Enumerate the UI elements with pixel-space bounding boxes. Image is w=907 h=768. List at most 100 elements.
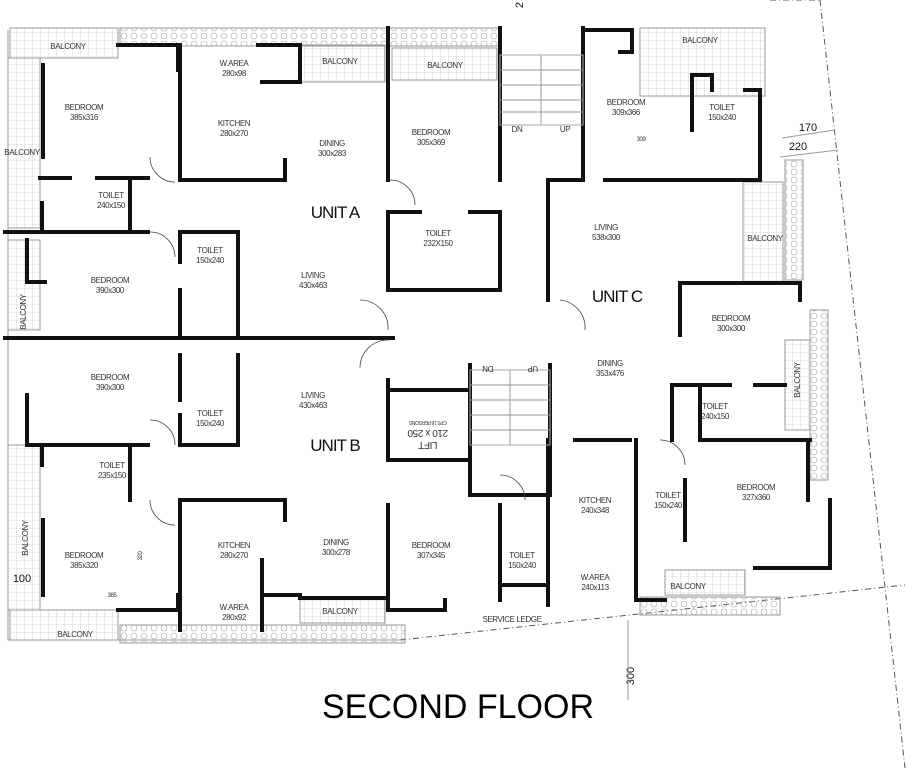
balconies [7, 27, 811, 641]
unit-a-room-label: BALCONY [50, 42, 86, 51]
unit-c-room-label: TOILET [709, 103, 735, 112]
unit-c-room-size: 300x300 [717, 324, 746, 333]
unit-b-room-label: BEDROOM [65, 551, 104, 560]
unit-c-room-label: BEDROOM [737, 483, 776, 492]
unit-a-room-label: BALCONY [427, 61, 463, 70]
unit-b-room-label: TOILET [197, 409, 223, 418]
unit-b-room-size: 390x300 [96, 383, 125, 392]
unit-c-room-size: 150x240 [708, 113, 737, 122]
unit-b-room-label: DINING [323, 538, 349, 547]
unit-c-label: UNIT C [592, 287, 643, 306]
unit-c-room-size: 353x476 [596, 369, 625, 378]
unit-a-room-size: 280x98 [222, 69, 247, 78]
unit-a-room-size: 240x150 [97, 201, 126, 210]
unit-c-room-label: BEDROOM [712, 314, 751, 323]
unit-c-room-size: 240x150 [701, 412, 730, 421]
unit-c-room-label: DINING [597, 359, 623, 368]
unit-a-room-label: LIVING [301, 271, 325, 280]
unit-c-room-label: BALCONY [793, 361, 802, 397]
unit-a-room-size: 390x300 [96, 286, 125, 295]
unit-c-room-label: TOILET [509, 551, 535, 560]
stair-top: DN UP [499, 54, 584, 134]
unit-b-room-label: TOILET [99, 461, 125, 470]
unit-a-room-label: TOILET [98, 191, 124, 200]
unit-a-room-size: 430x463 [299, 281, 328, 290]
unit-b-room-label: W.AREA [220, 603, 250, 612]
unit-c-room-size: 150x240 [654, 501, 683, 510]
unit-a-room-size: 385x316 [70, 113, 99, 122]
unit-a-room-label: DINING [319, 139, 345, 148]
unit-b-room-size: 307x345 [417, 551, 446, 560]
unit-b-room-label: BEDROOM [91, 373, 130, 382]
dim-100: 100 [13, 573, 31, 585]
unit-c-room-label: BEDROOM [607, 98, 646, 107]
unit-b-room-label: BALCONY [21, 519, 30, 555]
lift-size: 210 x 250 [407, 427, 448, 438]
unit-b-room-size: 280x270 [220, 551, 249, 560]
dim-300: 300 [625, 667, 637, 685]
unit-a-room-label: BEDROOM [412, 128, 451, 137]
dim-220: 220 [789, 141, 807, 153]
stair-mid-up-label: UP [528, 364, 538, 373]
unit-c-room-label: BALCONY [682, 36, 718, 45]
unit-b-room-size: 385x320 [70, 561, 99, 570]
unit-a-room-label: TOILET [425, 229, 451, 238]
unit-c-room-label: LIVING [594, 223, 618, 232]
unit-a-room-label: BEDROOM [65, 103, 104, 112]
unit-b-room-label: BALCONY [322, 607, 358, 616]
stair-top-up-label: UP [560, 125, 570, 134]
doors [149, 156, 686, 526]
stair-mid: DN UP [469, 364, 551, 446]
unit-a-room-size: 150x240 [196, 256, 225, 265]
unit-c-room-size: 150x240 [508, 561, 537, 570]
unit-b-room-size: 430x463 [299, 401, 328, 410]
unit-a-room-label: KITCHEN [218, 119, 251, 128]
unit-a-room-size: 305x369 [417, 138, 446, 147]
unit-a-room-label: BEDROOM [91, 276, 130, 285]
unit-c-room-size: 327x360 [742, 493, 771, 502]
unit-b-room-label: LIVING [301, 391, 325, 400]
dimensions: 170 220 300 100 2 309 385 320 [13, 2, 839, 700]
unit-c-room-label: TOILET [702, 402, 728, 411]
stair-mid-dn-label: DN [482, 364, 493, 373]
unit-c-room-label: TOILET [655, 491, 681, 500]
unit-a-room-label: W.AREA [220, 59, 250, 68]
dim-385: 385 [108, 593, 118, 599]
unit-c-room-size: 240x113 [581, 583, 609, 592]
unit-a-room-size: 300x283 [318, 149, 347, 158]
floor-title: SECOND FLOOR [322, 688, 594, 726]
lift-capacity: CPS 16 PERSONS [408, 419, 447, 425]
unit-c-room-size: 538x300 [592, 233, 621, 242]
dim-309: 309 [637, 137, 647, 143]
unit-b-room-label: KITCHEN [218, 541, 251, 550]
unit-b-label: UNIT B [310, 436, 360, 455]
service-ledge-label: SERVICE LEDGE [482, 615, 541, 624]
unit-a-room-size: 280x270 [220, 129, 249, 138]
dim-2: 2 [514, 2, 526, 8]
unit-a-room-label: BALCONY [4, 148, 40, 157]
unit-a-room-label: TOILET [197, 246, 223, 255]
unit-c-room-label: BALCONY [747, 234, 783, 243]
unit-a-room-label: BALCONY [322, 57, 358, 66]
dim-170: 170 [799, 122, 817, 134]
unit-c-room-size: 240x348 [581, 506, 610, 515]
unit-c-room-label: W.AREA [581, 573, 611, 582]
stair-top-dn-label: DN [512, 125, 523, 134]
unit-a-room-label: BALCONY [19, 293, 28, 329]
room-labels: BALCONYBEDROOM385x316BALCONYW.AREA280x98… [4, 36, 802, 639]
unit-a-room-size: 232X150 [423, 239, 453, 248]
unit-b-room-size: 235x150 [98, 471, 127, 480]
dim-320: 320 [138, 551, 144, 561]
walls [3, 26, 832, 632]
unit-c-room-label: KITCHEN [579, 496, 612, 505]
unit-c-room-size: 309x366 [612, 108, 641, 117]
lift-label: LIFT [418, 439, 437, 450]
unit-a-label: UNIT A [311, 203, 361, 222]
unit-b-room-size: 150x240 [196, 419, 225, 428]
unit-b-room-size: 280x92 [222, 613, 247, 622]
unit-b-room-size: 300x278 [322, 548, 351, 557]
lift: LIFT 210 x 250 CPS 16 PERSONS [407, 419, 448, 450]
unit-b-room-label: BALCONY [57, 630, 93, 639]
unit-b-room-label: BEDROOM [412, 541, 451, 550]
